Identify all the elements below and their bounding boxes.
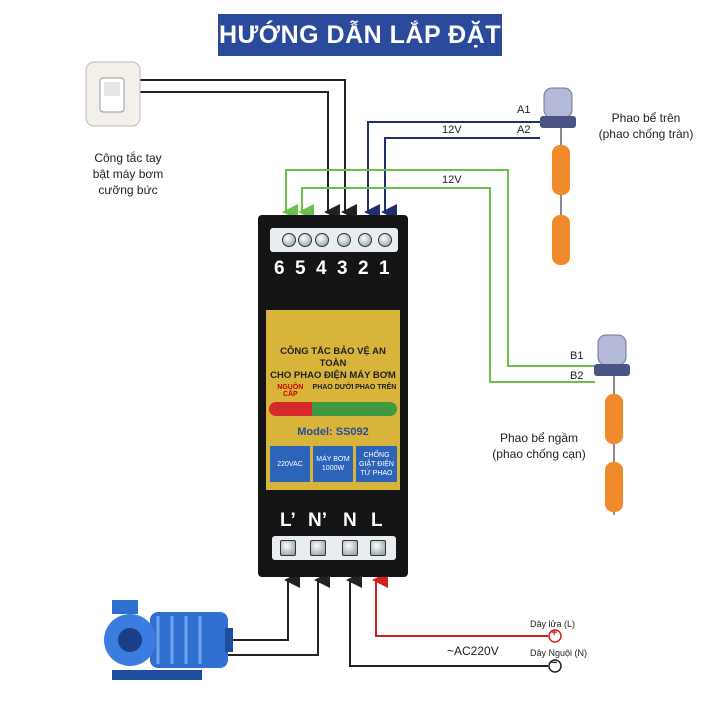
terminal-4-screw[interactable] — [315, 233, 329, 247]
power-led — [269, 402, 312, 416]
neutral-wire-label: Dây Nguội (N) — [530, 648, 588, 658]
model-label: Model: SS092 — [297, 426, 369, 438]
terminal-3-screw[interactable] — [337, 233, 351, 247]
terminal-n-prime-label: N’ — [308, 510, 327, 531]
spec-pump: MÁY BƠM 1000W — [313, 446, 353, 482]
wire-switch-3 — [140, 79, 357, 220]
terminal-5-screw[interactable] — [298, 233, 312, 247]
label-lower-float: PHAO DƯỚI — [312, 384, 354, 391]
terminal-1-screw[interactable] — [378, 233, 392, 247]
wire-switch-4 — [140, 91, 340, 220]
wire-label-b1: B1 — [570, 350, 584, 362]
terminal-l-label: L — [371, 510, 383, 531]
terminal-6-screw[interactable] — [282, 233, 296, 247]
terminal-3-label: 3 — [337, 258, 348, 279]
terminal-l-prime-screw[interactable] — [280, 540, 296, 556]
minus-sign: − — [551, 657, 558, 669]
terminal-2-screw[interactable] — [358, 233, 372, 247]
wire-pump-n — [225, 572, 330, 656]
indicator-labels: NGUỒN CẤP PHAO DƯỚI PHAO TRÊN — [269, 384, 397, 398]
label-upper-float: PHAO TRÊN — [355, 384, 397, 391]
wire-pump-l — [225, 572, 300, 641]
plus-icon — [548, 629, 562, 643]
top-tank-label: Phao bể trên(phao chống tràn) — [598, 111, 694, 141]
spec-anti-shock: CHỐNG GIẬT ĐIỆN TỪ PHAO — [356, 446, 397, 482]
wire-label-12v-bottom: 12V — [442, 174, 462, 186]
terminal-5-label: 5 — [295, 258, 306, 279]
wire-a2 — [381, 137, 540, 220]
wire-neutral — [346, 572, 548, 667]
terminal-6-label: 6 — [274, 258, 285, 279]
label-power: NGUỒN CẤP — [277, 384, 304, 398]
wire-b1 — [282, 169, 595, 367]
terminal-n-label: N — [343, 510, 357, 531]
wire-b2 — [298, 187, 595, 383]
indicator-strip — [269, 402, 397, 416]
wire-a1 — [364, 121, 540, 220]
terminal-2-label: 2 — [358, 258, 369, 279]
float-leds — [311, 402, 397, 416]
manual-switch-image — [85, 61, 141, 127]
terminal-4-label: 4 — [316, 258, 327, 279]
terminal-l-screw[interactable] — [370, 540, 386, 556]
spec-voltage: 220VAC — [270, 446, 310, 482]
top-float-switch-image — [540, 87, 576, 265]
terminal-n-screw[interactable] — [342, 540, 358, 556]
plus-sign: + — [551, 627, 558, 639]
wire-label-b2: B2 — [570, 370, 584, 382]
bottom-float-switch-image — [594, 334, 630, 515]
live-wire-label: Dây lửa (L) — [530, 619, 576, 629]
terminal-n-prime-screw[interactable] — [310, 540, 326, 556]
bottom-tank-label: Phao bể ngầm(phao chống cạn) — [492, 431, 586, 461]
wire-live — [372, 572, 548, 637]
page-title: HƯỚNG DẪN LẮP ĐẶT — [218, 14, 502, 56]
water-pump-image — [104, 600, 233, 680]
terminal-l-prime-label: L’ — [280, 510, 296, 531]
wire-label-12v-top: 12V — [442, 124, 462, 136]
wire-label-a2: A2 — [517, 124, 531, 136]
terminal-1-label: 1 — [379, 258, 390, 279]
minus-icon — [548, 659, 562, 673]
voltage-label: ~AC220V — [447, 644, 499, 658]
wire-label-a1: A1 — [517, 104, 531, 116]
